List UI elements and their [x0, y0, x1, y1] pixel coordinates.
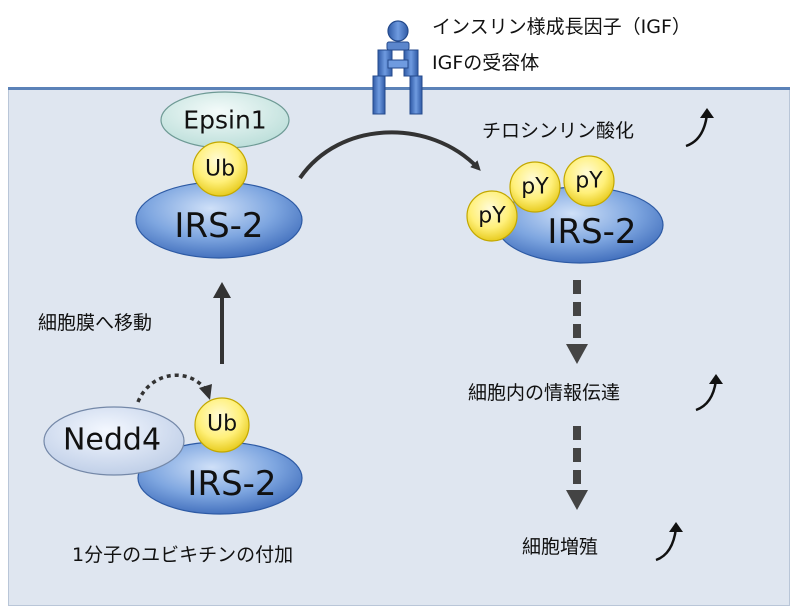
- intracellular-signaling-label: 細胞内の情報伝達: [468, 382, 621, 404]
- irs2-label-top-right: IRS-2: [547, 212, 637, 252]
- py-label-3: pY: [575, 168, 603, 194]
- py-shape-2: [509, 161, 561, 213]
- signal-dashed-arrow-1: [566, 280, 588, 364]
- cell-proliferation-label: 細胞増殖: [522, 536, 599, 558]
- igf-ligand-label: インスリン様成長因子（IGF）: [432, 16, 691, 38]
- nedd4-label: Nedd4: [62, 422, 162, 458]
- py-label-2: pY: [521, 174, 549, 200]
- translocation-curve-arrow: [298, 130, 481, 180]
- increase-arrow-proliferation: [655, 522, 683, 562]
- increase-arrow-phosphorylation: [685, 108, 714, 148]
- ub-label-bottom-left: Ub: [206, 411, 238, 437]
- ub-shape-bottom-left: [194, 397, 250, 453]
- igf-receptor: [372, 20, 423, 115]
- cell-membrane: [8, 87, 790, 90]
- increase-arrow-signal: [695, 374, 723, 412]
- phosphorylation-label: チロシンリン酸化: [482, 120, 635, 142]
- ubiquitination-dotted-arrow: [136, 373, 212, 403]
- py-shape-1: [466, 190, 518, 242]
- igf-receptor-label: IGFの受容体: [432, 52, 540, 74]
- irs2-label-bottom-left: IRS-2: [187, 464, 277, 504]
- ubiquitin-addition-caption: 1分子のユビキチンの付加: [72, 544, 294, 566]
- py-label-1: pY: [478, 203, 506, 229]
- epsin1-label: Epsin1: [183, 105, 267, 135]
- igf-ligand: [387, 20, 409, 42]
- nedd4-shape: [43, 406, 185, 476]
- cytoplasm-region: [8, 88, 790, 606]
- move-to-membrane-arrow: [213, 282, 231, 364]
- move-to-membrane-label: 細胞膜へ移動: [38, 312, 153, 334]
- py-shape-3: [563, 155, 615, 207]
- signal-dashed-arrow-2: [566, 426, 588, 510]
- irs2-label-top-left: IRS-2: [174, 206, 264, 246]
- ub-label-top-left: Ub: [204, 156, 236, 182]
- ub-shape-top-left: [192, 141, 248, 197]
